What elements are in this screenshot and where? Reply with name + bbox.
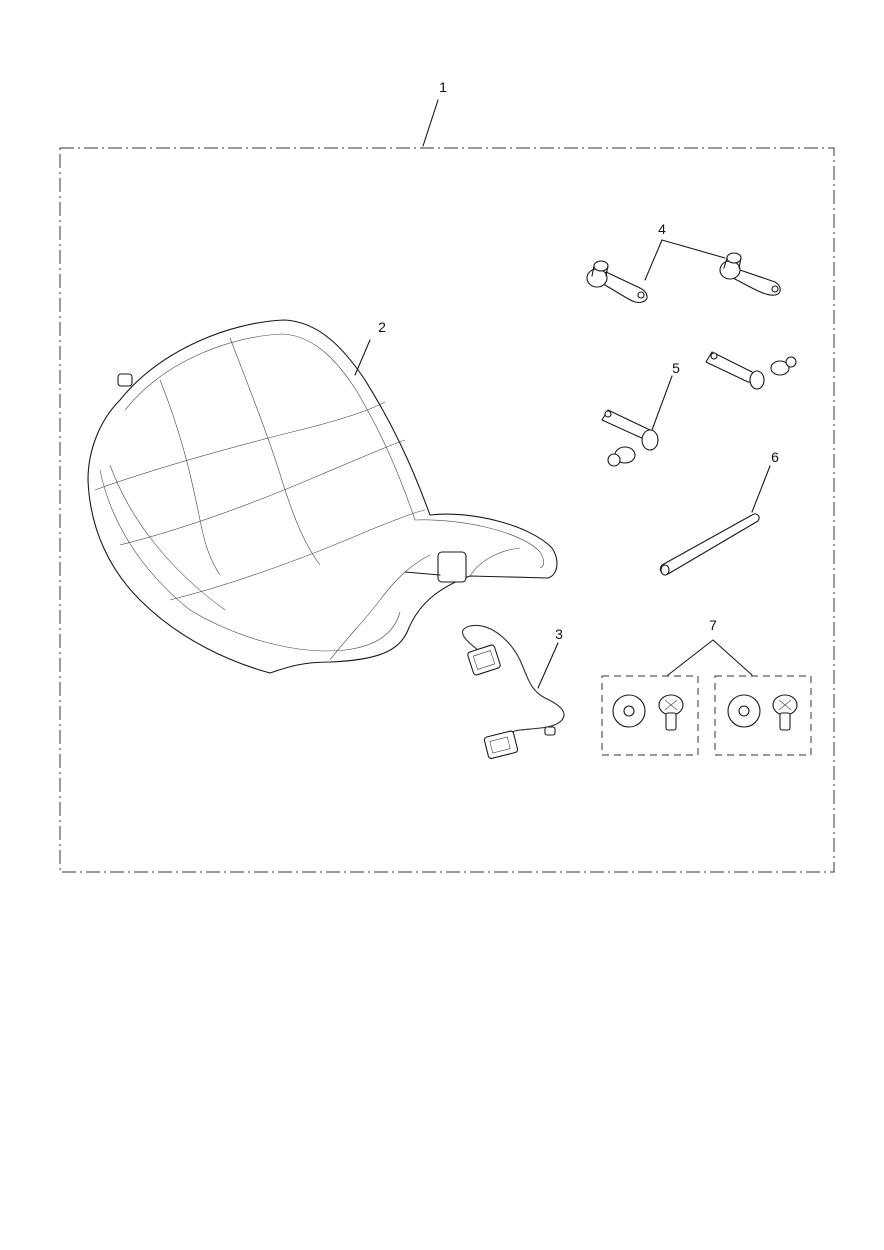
callout-6: 6 — [771, 449, 779, 465]
fixing-kit-part[interactable] — [601, 639, 812, 756]
washer-right — [727, 694, 761, 728]
callout-5: 5 — [672, 360, 680, 376]
callout-2: 2 — [378, 319, 386, 335]
bolt-left — [658, 694, 684, 731]
bracket-left — [586, 260, 648, 304]
wiring-harness-part[interactable] — [461, 624, 565, 759]
seat-part[interactable] — [87, 319, 558, 674]
bracket-pair-part[interactable] — [586, 239, 781, 304]
callout-3: 3 — [555, 626, 563, 642]
rod-part[interactable] — [659, 465, 771, 576]
callout-1: 1 — [439, 79, 447, 95]
kit-boundary — [59, 99, 835, 873]
washer-left — [612, 694, 646, 728]
bolt-right — [772, 694, 798, 731]
callout-7: 7 — [709, 617, 717, 633]
bar-assembly-part[interactable] — [601, 351, 797, 467]
callout-4: 4 — [658, 221, 666, 237]
bracket-right — [719, 252, 781, 296]
